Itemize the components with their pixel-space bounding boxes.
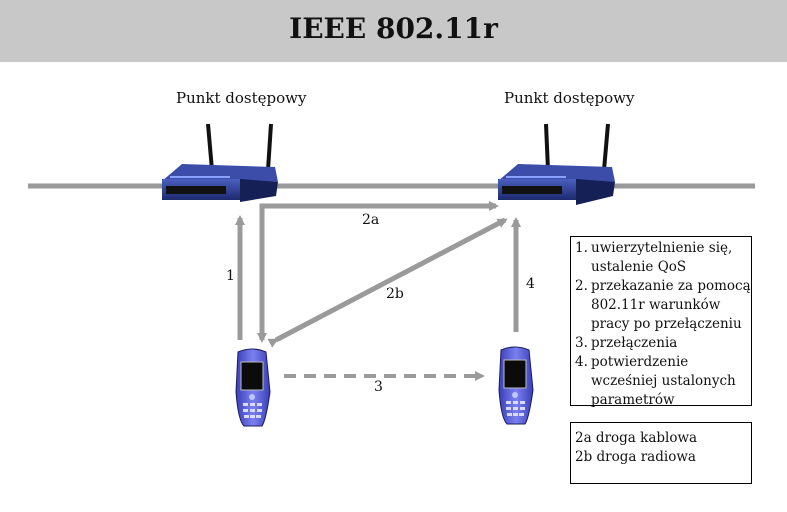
mobile-phone-icon-right — [498, 346, 534, 425]
legend-step: 4.potwierdzenie wcześniej ustalonych par… — [575, 354, 736, 408]
access-point-label-left: Punkt dostępowy — [176, 89, 307, 107]
legend-step: 3.przełączenia — [575, 335, 678, 351]
legend-step: 2.przekazanie za pomocą 802.11r warunków… — [575, 278, 751, 332]
legend-path-radio: 2b droga radiowa — [575, 449, 696, 465]
steps-legend-box: 1.uwierzytelnienie się, ustalenie QoS 2.… — [570, 236, 752, 408]
arrow-2b — [267, 217, 508, 348]
access-point-label-right: Punkt dostępowy — [504, 89, 635, 107]
page-title: IEEE 802.11r — [289, 12, 498, 45]
legend-step: 1.uwierzytelnienie się, ustalenie QoS — [575, 240, 733, 275]
edge-label-3: 3 — [374, 379, 383, 395]
router-icon-right — [498, 123, 615, 205]
edge-label-4: 4 — [526, 276, 535, 292]
router-icon-left — [162, 123, 278, 202]
title-bar — [0, 0, 787, 62]
edge-label-1: 1 — [226, 268, 235, 284]
edge-label-2a: 2a — [362, 212, 380, 228]
legend-path-wired: 2a droga kablowa — [575, 430, 698, 446]
mobile-phone-icon-left — [235, 348, 271, 427]
edge-label-2b: 2b — [386, 286, 404, 302]
paths-legend-box: 2a droga kablowa 2b droga radiowa — [570, 422, 752, 484]
